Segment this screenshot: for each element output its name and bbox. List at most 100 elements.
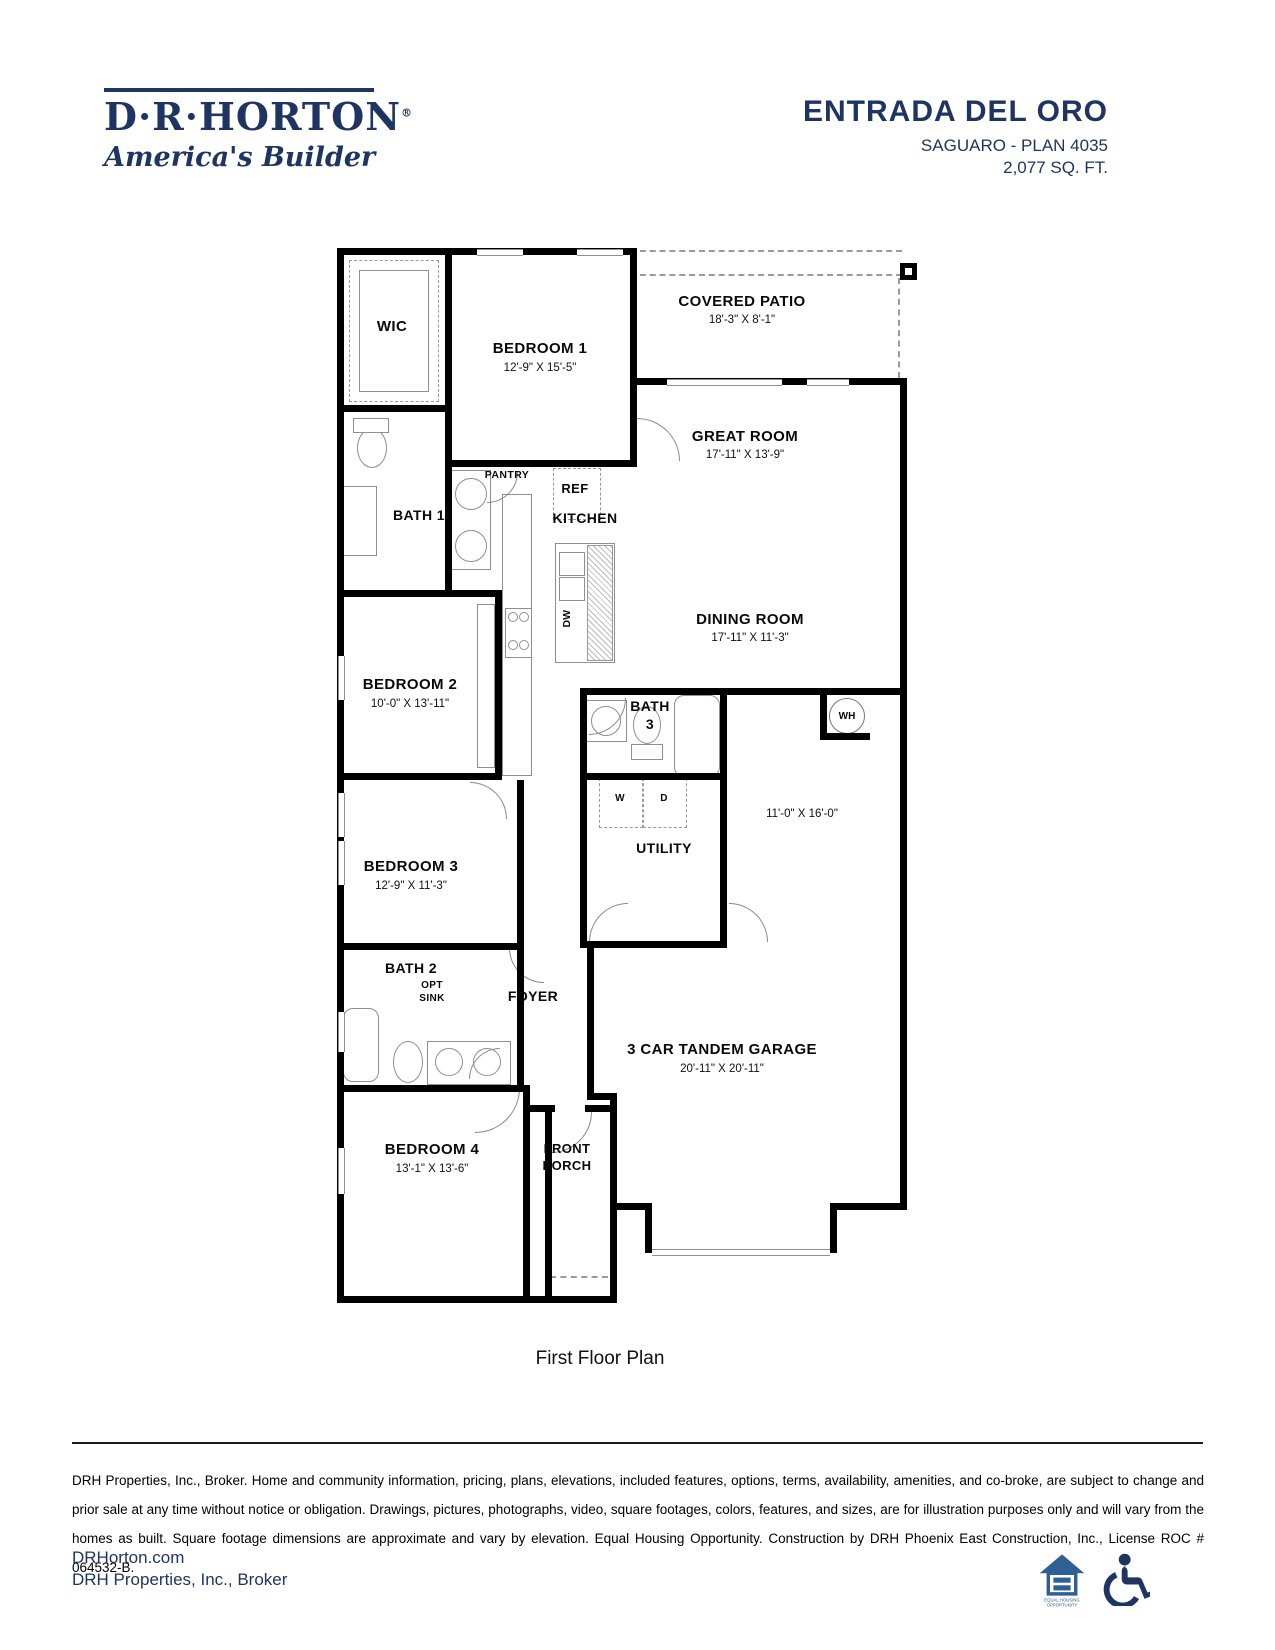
wall-segment	[545, 1112, 552, 1303]
bath2-toilet-icon	[393, 1041, 423, 1083]
patio-dashed-line	[630, 274, 902, 276]
room-dims-bedroom1: 12'-9" X 15'-5"	[503, 362, 577, 374]
wall-segment	[830, 1203, 837, 1253]
wall-segment	[580, 941, 727, 948]
ada-body	[1121, 1566, 1154, 1599]
wall-segment	[337, 943, 522, 950]
room-label-front-porch: FRONT PORCH	[542, 1141, 592, 1173]
room-label-wic: WIC	[376, 318, 408, 335]
ada-head	[1118, 1553, 1131, 1566]
room-label-pantry: PANTRY	[484, 469, 530, 481]
wall-segment	[580, 688, 587, 948]
bath1-sink-icon	[455, 530, 487, 562]
wall-segment	[337, 405, 449, 412]
equal-housing-icon: EQUAL HOUSING OPPORTUNITY	[1038, 1552, 1086, 1615]
wall-segment	[337, 1296, 617, 1303]
bath3-tub-icon	[674, 695, 720, 777]
room-label-bath2: BATH 2	[385, 960, 437, 976]
wall-segment	[820, 733, 870, 740]
bath3-toilet-icon	[633, 706, 661, 744]
broker-line: DRH Properties, Inc., Broker	[72, 1570, 288, 1589]
bath3-toilet-base	[631, 744, 663, 760]
room-label-bedroom2: BEDROOM 2	[362, 676, 458, 693]
square-footage: 2,077 SQ. FT.	[1003, 158, 1108, 177]
door-arc	[475, 1088, 520, 1133]
community-title: ENTRADA DEL ORO	[802, 95, 1108, 128]
bedroom2-closet	[477, 604, 495, 768]
room-dims-great-room: 17'-11" X 13'-9"	[705, 449, 785, 461]
wall-segment	[720, 695, 727, 948]
patio-dashed-line	[898, 278, 900, 378]
title-block: ENTRADA DEL ORO SAGUARO - PLAN 4035 2,07…	[700, 95, 1108, 178]
room-dims-bedroom2: 10'-0" X 13'-11"	[370, 698, 450, 710]
wall-segment	[517, 780, 524, 1085]
drhorton-logo: D·R·HORTON®	[104, 94, 412, 139]
room-dims-bedroom3: 12'-9" X 11'-3"	[375, 880, 447, 892]
room-label-bedroom4: BEDROOM 4	[384, 1141, 480, 1158]
burner-icon	[519, 612, 529, 622]
registered-mark: ®	[401, 106, 414, 120]
kitchen-sink-icon	[559, 552, 585, 576]
wall-segment	[587, 1093, 617, 1100]
eho-text-line1: EQUAL HOUSING	[1044, 1598, 1079, 1603]
wall-segment	[900, 378, 907, 1210]
wall-segment	[830, 1203, 907, 1210]
wall-segment	[445, 460, 637, 467]
patio-column	[900, 263, 917, 280]
wall-segment	[337, 590, 502, 597]
washer-outline	[599, 778, 643, 828]
eho-equals-bar	[1053, 1585, 1071, 1591]
bath2-tub-icon	[343, 1008, 379, 1082]
wall-segment	[337, 1085, 530, 1092]
wall-segment	[820, 695, 827, 740]
door-arc	[637, 418, 680, 461]
logo-tagline: America's Builder	[104, 142, 376, 173]
island-countertop	[587, 545, 613, 661]
room-label-bath3-number: 3	[645, 716, 655, 732]
wall-segment	[585, 1105, 617, 1112]
garage-bay-dims: 11'-0" X 16'-0"	[766, 808, 838, 820]
wall-segment	[523, 1085, 530, 1303]
room-label-bedroom3: BEDROOM 3	[363, 858, 459, 875]
window	[477, 249, 523, 256]
porch-dashed-line	[550, 1276, 608, 1278]
wall-segment	[610, 1093, 617, 1303]
wall-segment	[617, 1203, 652, 1210]
logo-brand-text: D·R·HORTON	[104, 94, 402, 139]
room-label-bedroom1: BEDROOM 1	[492, 340, 588, 357]
room-label-great-room: GREAT ROOM	[691, 428, 799, 445]
door-arc	[509, 948, 544, 983]
wall-segment	[645, 1203, 652, 1253]
water-heater-icon: WH	[829, 698, 865, 734]
footer-divider	[72, 1442, 1203, 1444]
eho-text-line2: OPPORTUNITY	[1047, 1603, 1078, 1608]
dishwasher-label: DW	[561, 610, 573, 628]
bath1-sink-icon	[455, 478, 487, 510]
wall-segment	[445, 248, 452, 597]
wic-shelf-line	[359, 270, 429, 392]
room-label-garage: 3 CAR TANDEM GARAGE	[627, 1041, 817, 1058]
burner-icon	[508, 612, 518, 622]
patio-dashed-line	[630, 250, 902, 252]
door-arc	[729, 903, 768, 942]
room-dims-covered-patio: 18'-3" X 8'-1"	[708, 314, 776, 326]
bath1-toilet-tank	[353, 418, 389, 433]
window	[338, 1148, 345, 1194]
bath1-shower	[341, 486, 377, 556]
window	[338, 656, 345, 700]
room-label-covered-patio: COVERED PATIO	[678, 293, 806, 310]
room-label-bath1: BATH 1	[393, 507, 445, 523]
room-label-utility: UTILITY	[636, 840, 692, 856]
bath2-sink-icon	[435, 1048, 463, 1076]
wall-segment	[495, 597, 502, 773]
logo-overline	[104, 88, 374, 92]
website-link: DRHorton.com	[72, 1548, 185, 1567]
room-label-bath3: BATH	[630, 698, 670, 714]
burner-icon	[519, 640, 529, 650]
room-label-dining-room: DINING ROOM	[696, 611, 804, 628]
wall-segment	[630, 248, 637, 467]
room-label-ref: REF	[561, 481, 589, 496]
door-arc	[589, 903, 628, 942]
room-dims-garage: 20'-11" X 20'-11"	[680, 1063, 764, 1075]
